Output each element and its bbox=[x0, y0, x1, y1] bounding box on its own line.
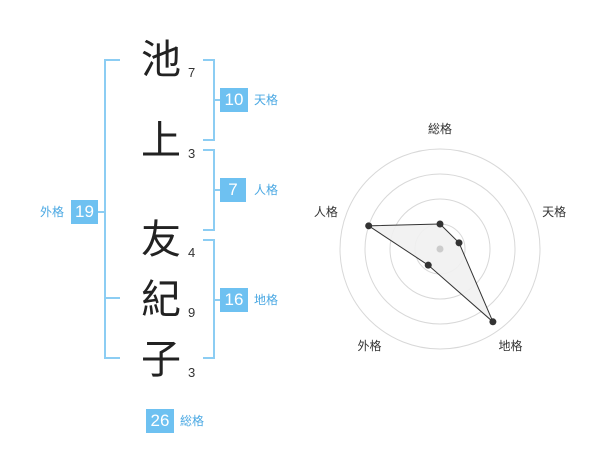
soukaku-label: 総格 bbox=[180, 414, 205, 428]
radar-polygon bbox=[367, 223, 494, 323]
radar-point-5 bbox=[365, 222, 373, 230]
radar-axis-label-1: 総格 bbox=[428, 121, 452, 136]
name-char-4: 紀 bbox=[141, 277, 181, 323]
radar-point-3 bbox=[489, 318, 497, 326]
radar-axis-label-2: 天格 bbox=[542, 204, 566, 219]
radar-point-1 bbox=[436, 220, 444, 228]
jinkaku-value: 7 bbox=[220, 178, 246, 202]
radar-center-dot bbox=[436, 245, 444, 253]
radar-axis-label-3: 地格 bbox=[499, 338, 523, 353]
gaikaku-value: 19 bbox=[71, 200, 98, 224]
name-char-1: 池 bbox=[141, 37, 181, 83]
stroke-count-2: 3 bbox=[188, 146, 196, 161]
stroke-count-4: 9 bbox=[188, 305, 196, 320]
tenkaku-value: 10 bbox=[220, 88, 248, 112]
chikaku-value: 16 bbox=[220, 288, 248, 312]
name-char-3: 友 bbox=[141, 217, 181, 263]
name-char-5: 子 bbox=[141, 337, 181, 383]
radar-point-4 bbox=[424, 261, 432, 269]
radar-point-2 bbox=[455, 239, 463, 247]
radar-axis-label-5: 人格 bbox=[314, 204, 338, 219]
radar-axis-label-4: 外格 bbox=[357, 338, 381, 353]
radar-ring bbox=[339, 148, 541, 350]
stroke-count-5: 3 bbox=[188, 365, 196, 380]
radar-ring bbox=[364, 173, 516, 325]
name-char-2: 上 bbox=[141, 118, 181, 164]
tenkaku-label: 天格 bbox=[254, 93, 279, 107]
gaikaku-label: 外格 bbox=[40, 205, 65, 219]
stroke-count-3: 4 bbox=[188, 245, 196, 260]
soukaku-value: 26 bbox=[146, 409, 174, 433]
radar-ring bbox=[389, 198, 491, 300]
chikaku-label: 地格 bbox=[254, 293, 279, 307]
jinkaku-label: 人格 bbox=[254, 183, 279, 197]
stroke-count-1: 7 bbox=[188, 65, 196, 80]
